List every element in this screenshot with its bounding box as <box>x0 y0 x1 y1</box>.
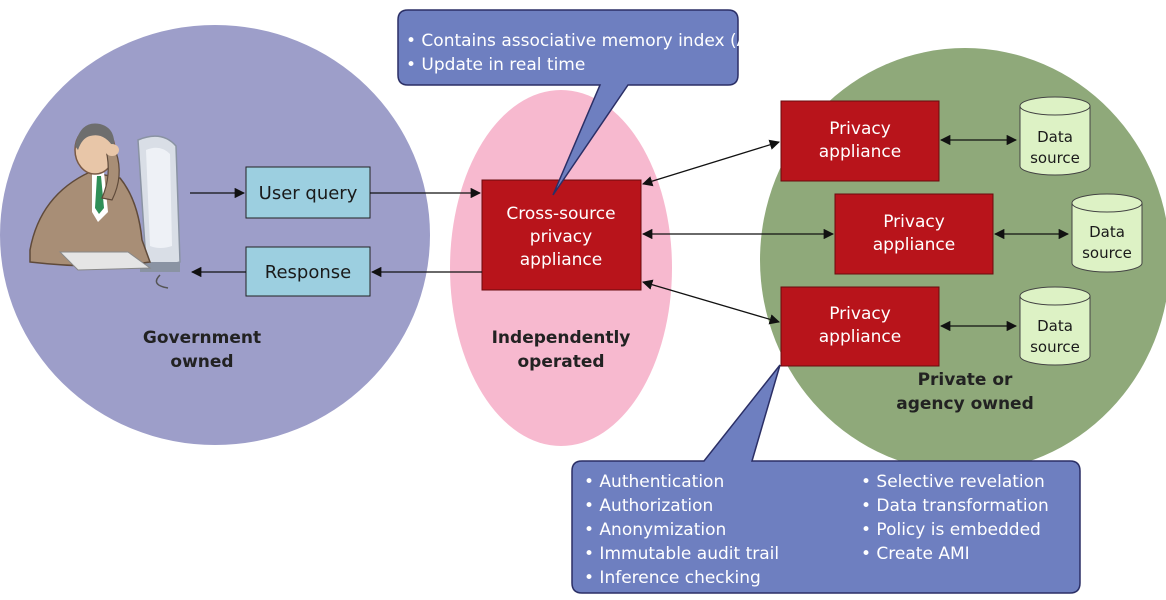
appliance-1-line1: Privacy <box>829 119 891 139</box>
data-source-cylinder-1 <box>1019 96 1091 176</box>
bottom-callout-left-5: • Inference checking <box>584 568 761 588</box>
appliance-3-line2: appliance <box>819 327 901 347</box>
government-label-line2: owned <box>170 352 233 372</box>
data-source-2-line1: Data <box>1089 223 1125 241</box>
private-label-line2: agency owned <box>896 394 1034 414</box>
response-box <box>245 246 371 297</box>
response-label: Response <box>265 262 351 283</box>
appliance-3-line1: Privacy <box>829 304 891 324</box>
cross-source-line3: appliance <box>520 250 602 270</box>
data-source-cylinder-3 <box>1019 286 1091 366</box>
cross-source-line1: Cross-source <box>506 204 615 224</box>
privacy-appliance-box-2 <box>834 193 994 275</box>
privacy-appliance-box-1 <box>780 100 940 182</box>
government-label-line1: Government <box>143 328 261 348</box>
independent-label-line2: operated <box>517 352 604 372</box>
bottom-callout-right-3: • Policy is embedded <box>861 520 1041 540</box>
arrow-cross-appliance-3 <box>642 279 780 325</box>
top-callout-item-1: • Contains associative memory index (AMI… <box>406 31 775 51</box>
bottom-callout-left-3: • Anonymization <box>584 520 726 540</box>
data-source-1-line1: Data <box>1037 128 1073 146</box>
bottom-callout-left-4: • Immutable audit trail <box>584 544 779 564</box>
bottom-callout-right-2: • Data transformation <box>861 496 1049 516</box>
cross-source-appliance-box <box>481 179 642 291</box>
user-at-computer-icon <box>29 123 181 289</box>
top-callout-bubble <box>397 9 739 196</box>
arrow-cross-appliance-1 <box>642 139 780 187</box>
bottom-callout-right-1: • Selective revelation <box>861 472 1045 492</box>
data-source-3-line1: Data <box>1037 317 1073 335</box>
cross-source-line2: privacy <box>530 227 592 247</box>
appliance-2-line2: appliance <box>873 235 955 255</box>
independent-label-line1: Independently <box>492 328 631 348</box>
data-source-1-line2: source <box>1030 149 1080 167</box>
private-label-line1: Private or <box>918 370 1013 390</box>
bottom-callout-bubble <box>571 364 1081 594</box>
data-source-cylinder-2 <box>1071 193 1143 273</box>
privacy-appliance-box-3 <box>780 286 940 367</box>
appliance-2-line1: Privacy <box>883 212 945 232</box>
bottom-callout-left-1: • Authentication <box>584 472 724 492</box>
top-callout-item-2: • Update in real time <box>406 55 585 75</box>
data-source-2-line2: source <box>1082 244 1132 262</box>
user-query-label: User query <box>259 183 358 204</box>
data-source-3-line2: source <box>1030 338 1080 356</box>
bottom-callout-left-2: • Authorization <box>584 496 713 516</box>
appliance-1-line2: appliance <box>819 142 901 162</box>
bottom-callout-right-4: • Create AMI <box>861 544 970 564</box>
